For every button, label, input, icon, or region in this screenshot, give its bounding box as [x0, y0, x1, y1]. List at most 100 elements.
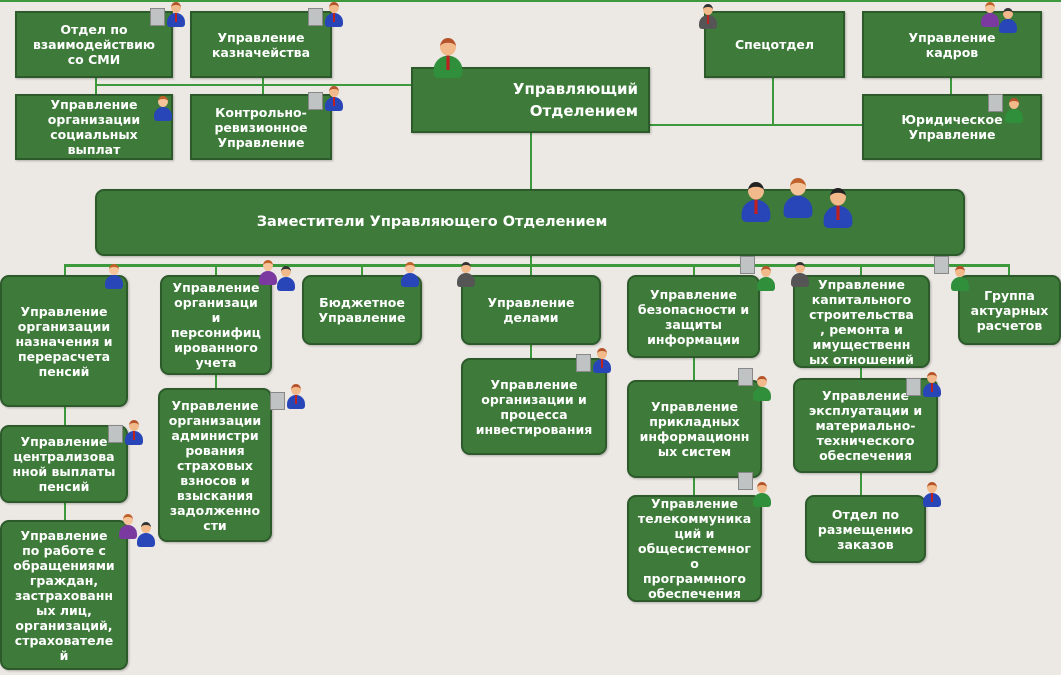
box-label: Управление организации и процесса инвест… [475, 376, 593, 437]
person-icon [1004, 98, 1024, 124]
person-icon [698, 4, 718, 30]
box-label: Управление капитального строительства , … [809, 276, 914, 367]
connector [650, 124, 862, 126]
box-label: Бюджетное Управление [318, 295, 406, 325]
box-label: Управление по работе с обращениями гражд… [13, 527, 115, 663]
box-construction[interactable]: Управление капитального строительства , … [793, 275, 930, 368]
person-icon [400, 262, 420, 288]
person-icon [136, 522, 156, 548]
computer-icon [270, 392, 285, 410]
box-audit[interactable]: Контрольно- ревизионное Управление [190, 94, 332, 160]
box-label: Управление эксплуатации и материально- т… [808, 388, 923, 463]
box-manager[interactable]: Управляющий Отделением [411, 67, 650, 133]
top-border [0, 0, 1061, 2]
connector [530, 345, 532, 358]
person-icon [324, 86, 344, 112]
connector [262, 78, 264, 94]
box-label: Управление безопасности и защиты информа… [637, 286, 750, 347]
box-procurement[interactable]: Отдел по размещению заказов [805, 495, 926, 563]
computer-icon [738, 368, 753, 386]
connector [950, 78, 952, 94]
connector [860, 264, 862, 275]
connector [215, 264, 217, 275]
box-label: Управление казначейства [211, 29, 311, 60]
box-label: Управление организаци и персонифиц ирова… [171, 280, 261, 370]
person-icon [998, 8, 1018, 34]
connector [772, 78, 774, 125]
person-icon [922, 482, 942, 508]
box-label: Управление кадров [908, 29, 996, 60]
person-icon [592, 348, 612, 374]
box-actuarial[interactable]: Группа актуарных расчетов [958, 275, 1061, 345]
box-label: Управление организации администри ровани… [168, 397, 262, 533]
computer-icon [738, 472, 753, 490]
deputy-person-icon [822, 188, 854, 230]
computer-icon [576, 354, 591, 372]
person-icon [922, 372, 942, 398]
connector [693, 264, 695, 275]
box-label: Управляющий Отделением [512, 80, 638, 120]
box-affairs[interactable]: Управление делами [461, 275, 601, 345]
box-centralized-payment[interactable]: Управление централизова нной выплаты пен… [0, 425, 128, 503]
computer-icon [740, 256, 755, 274]
connector [1008, 264, 1010, 275]
box-social-payments[interactable]: Управление организации социальных выплат [15, 94, 173, 160]
connector [95, 84, 411, 86]
box-label: Юридическое Управление [901, 112, 1003, 142]
person-icon [258, 260, 278, 286]
box-contributions-admin[interactable]: Управление организации администри ровани… [158, 388, 272, 542]
box-label: Спецотдел [734, 37, 815, 52]
box-special-dept[interactable]: Спецотдел [704, 11, 845, 78]
person-icon [118, 514, 138, 540]
box-label: Отдел по размещению заказов [817, 506, 914, 552]
person-icon [286, 384, 306, 410]
box-label: Заместители Управляющего Отделением [256, 214, 608, 230]
deputy-person-icon [740, 182, 772, 224]
box-label: Управление прикладных информационн ых си… [639, 399, 750, 459]
box-telecom[interactable]: Управление телекоммуника ций и общесисте… [627, 495, 762, 602]
box-label: Отдел по взаимодействию со СМИ [33, 22, 155, 67]
computer-icon [934, 256, 949, 274]
connector-bus [64, 264, 1010, 267]
connector [530, 256, 532, 265]
box-label: Группа актуарных расчетов [970, 287, 1049, 333]
box-citizen-appeals[interactable]: Управление по работе с обращениями гражд… [0, 520, 128, 670]
box-label: Контрольно- ревизионное Управление [214, 104, 308, 150]
person-icon [456, 262, 476, 288]
box-label: Управление делами [487, 295, 575, 325]
box-security[interactable]: Управление безопасности и защиты информа… [627, 275, 760, 358]
person-icon [752, 376, 772, 402]
box-legal[interactable]: Юридическое Управление [862, 94, 1042, 160]
connector [361, 264, 363, 275]
connector [530, 133, 532, 189]
person-icon [124, 420, 144, 446]
connector [95, 78, 97, 94]
box-applied-systems[interactable]: Управление прикладных информационн ых си… [627, 380, 762, 478]
person-icon [950, 266, 970, 292]
person-icon [980, 2, 1000, 28]
person-icon [790, 262, 810, 288]
box-deputies[interactable]: Заместители Управляющего Отделением [95, 189, 965, 256]
person-icon [324, 2, 344, 28]
box-media-relations[interactable]: Отдел по взаимодействию со СМИ [15, 11, 173, 78]
computer-icon [906, 378, 921, 396]
box-label: Управление организации социальных выплат [47, 97, 141, 157]
box-personified-accounting[interactable]: Управление организаци и персонифиц ирова… [160, 275, 272, 375]
box-label: Управление телекоммуника ций и общесисте… [637, 496, 752, 601]
manager-person-icon [432, 38, 464, 80]
person-icon [276, 266, 296, 292]
person-icon [104, 264, 124, 290]
deputy-person-icon [782, 178, 814, 220]
connector [215, 375, 217, 388]
person-icon [166, 2, 186, 28]
box-label: Управление организации назначения и пере… [15, 303, 113, 379]
computer-icon [988, 94, 1003, 112]
computer-icon [150, 8, 165, 26]
box-pensions[interactable]: Управление организации назначения и пере… [0, 275, 128, 407]
computer-icon [308, 92, 323, 110]
person-icon [153, 96, 173, 122]
person-icon [752, 482, 772, 508]
box-investment[interactable]: Управление организации и процесса инвест… [461, 358, 607, 455]
connector [530, 264, 532, 275]
box-label: Управление централизова нной выплаты пен… [12, 434, 116, 494]
